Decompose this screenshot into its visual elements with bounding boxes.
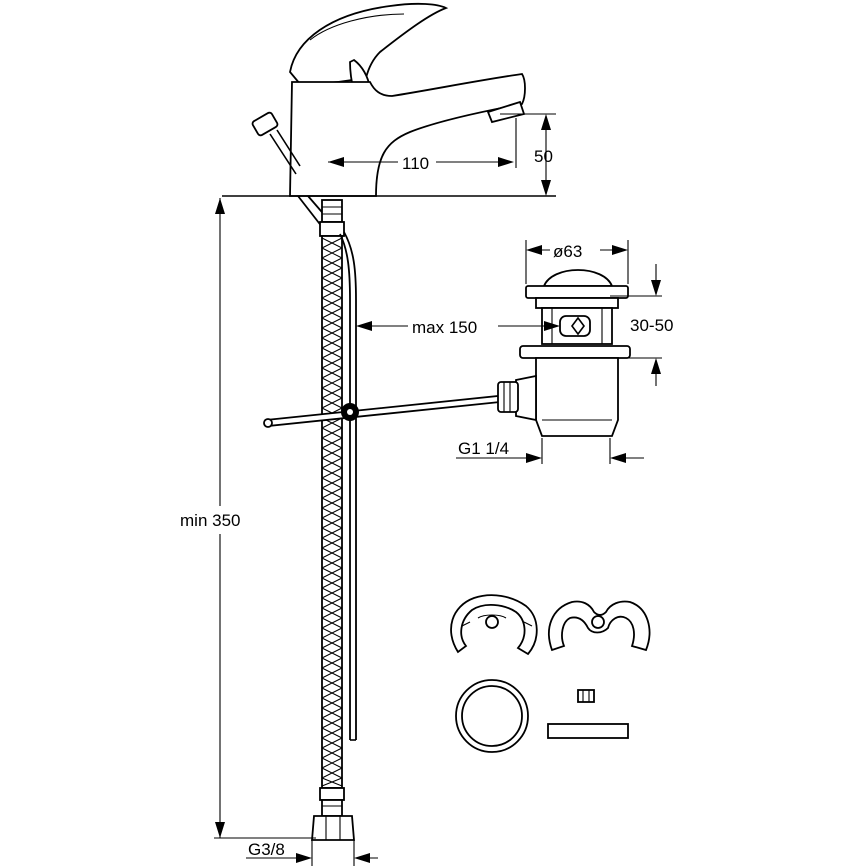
dim-label-3050: 30-50 [630, 316, 673, 335]
dim-waste-range: 30-50 [610, 264, 673, 386]
dim-waste-diameter: ø63 [525, 240, 629, 284]
gasket-strip [547, 723, 629, 739]
sealing-ring-inner [461, 685, 523, 747]
small-nut [577, 689, 595, 703]
mixer-body-spout [289, 73, 526, 197]
braided-hose-body [321, 235, 343, 789]
mixer-lever-handle [289, 2, 449, 85]
sealing-ring-outer [455, 679, 529, 753]
waste-plug-cap [542, 269, 614, 287]
dim-spout-reach: 110 [328, 118, 517, 173]
hose-top-fitting [321, 199, 343, 223]
mixer-lever-highlight [309, 13, 405, 41]
dim-label-min350: min 350 [180, 511, 240, 530]
pull-rod-vertical [339, 231, 357, 741]
dim-waste-thread: G1 1/4 [456, 438, 644, 464]
flex-hose [311, 199, 355, 841]
hose-nut-g38 [311, 815, 355, 841]
hose-braid-pattern [321, 237, 343, 787]
dim-label-max150: max 150 [412, 318, 477, 337]
dim-pull-rod-length: max 150 [356, 318, 560, 337]
dim-spout-height: 50 [500, 113, 556, 196]
mixer-tap [222, 2, 556, 197]
dim-label-110: 110 [402, 154, 429, 173]
dim-min-height: min 350 [180, 198, 316, 839]
dim-label-g38: G3/8 [248, 840, 285, 859]
dim-label-50: 50 [534, 147, 553, 166]
waste-slot [559, 315, 591, 337]
popup-waste [497, 269, 631, 437]
horseshoe-washer-1 [450, 594, 538, 656]
dim-hose-thread: G3/8 [246, 840, 378, 866]
dim-label-d63: ø63 [553, 242, 582, 261]
waste-lower-flange [519, 345, 631, 359]
accessories [450, 594, 651, 753]
dim-label-g114: G1 1/4 [458, 439, 509, 458]
linkage-rod [263, 395, 502, 428]
